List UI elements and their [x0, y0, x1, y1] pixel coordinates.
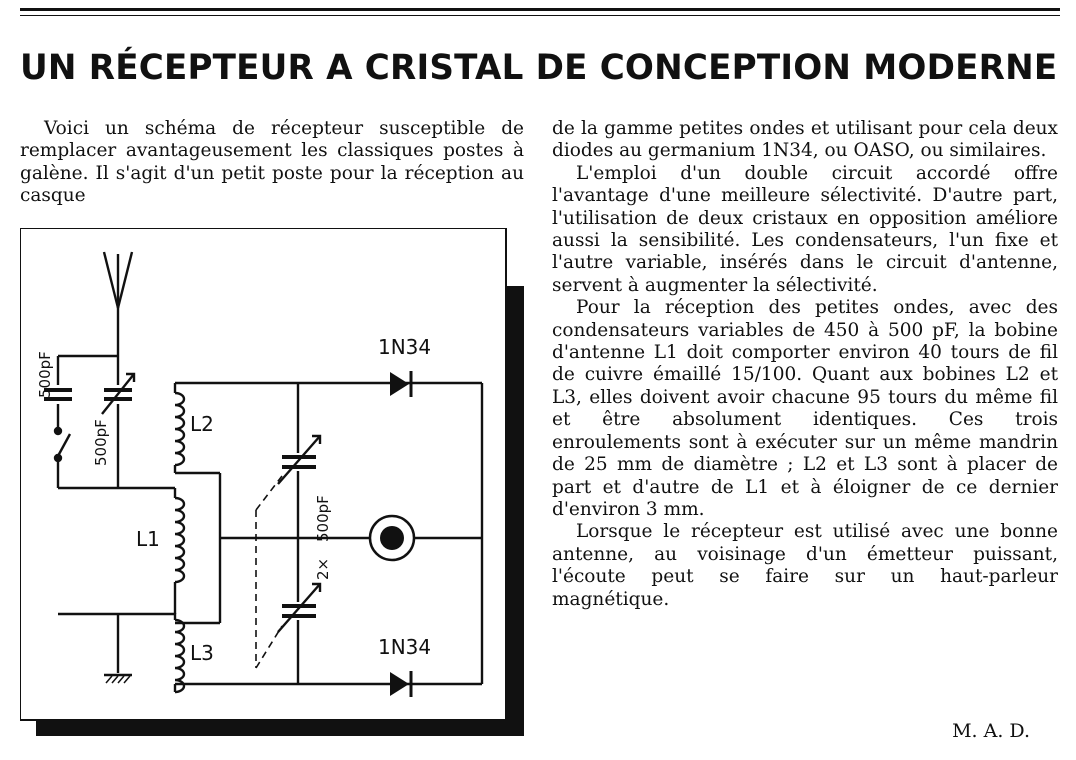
- paragraph-selectivity: L'emploi d'un double circuit accordé off…: [552, 162, 1058, 296]
- coil-l3-icon: [174, 618, 186, 694]
- top-rule: [20, 8, 1060, 11]
- antenna-icon: [102, 251, 134, 356]
- label-fixed-capacitor: 500pF: [36, 351, 54, 398]
- diode-top-icon: [390, 371, 413, 397]
- twin-capacitor-top-icon: [277, 434, 322, 485]
- schematic-frame: [20, 228, 507, 721]
- paragraph-intro-continued: de la gamme petites ondes et utilisant p…: [552, 118, 1058, 162]
- right-column: de la gamme petites ondes et utilisant p…: [552, 118, 1058, 611]
- label-variable-capacitor: 500pF: [92, 419, 110, 466]
- label-twin-capacitor-multiplier: 2×: [314, 558, 332, 580]
- twin-capacitor-bottom-icon: [277, 582, 322, 633]
- label-coil-l1: L1: [136, 527, 160, 551]
- label-coil-l2: L2: [190, 412, 214, 436]
- left-column: Voici un schéma de récepteur susceptible…: [20, 118, 524, 208]
- label-twin-capacitor-value: 500pF: [314, 495, 332, 542]
- label-diode-top: 1N34: [378, 335, 431, 359]
- coil-l1-icon: [174, 496, 186, 584]
- paragraph-coils: Pour la réception des petites ondes, ave…: [552, 297, 1058, 520]
- variable-capacitor-icon: [101, 372, 136, 415]
- article-title: UN RÉCEPTEUR A CRISTAL DE CONCEPTION MOD…: [20, 48, 1058, 88]
- author-signature: M. A. D.: [952, 720, 1030, 742]
- switch-icon: [53, 426, 72, 463]
- paragraph-loudspeaker: Lorsque le récepteur est utilisé avec un…: [552, 521, 1058, 610]
- label-diode-bottom: 1N34: [378, 635, 431, 659]
- circuit-schematic: 500pF 500pF L1 L2 L3 1N34 1N34 2× 500pF: [20, 228, 524, 736]
- ground-icon: [104, 673, 132, 684]
- paragraph-intro: Voici un schéma de récepteur susceptible…: [20, 118, 524, 207]
- headphone-jack-icon: [368, 514, 416, 562]
- label-coil-l3: L3: [190, 641, 214, 665]
- fixed-capacitor-icon: [44, 388, 72, 401]
- coil-l2-icon: [174, 391, 186, 467]
- top-rule-thin: [20, 15, 1060, 16]
- diode-bottom-icon: [390, 671, 413, 697]
